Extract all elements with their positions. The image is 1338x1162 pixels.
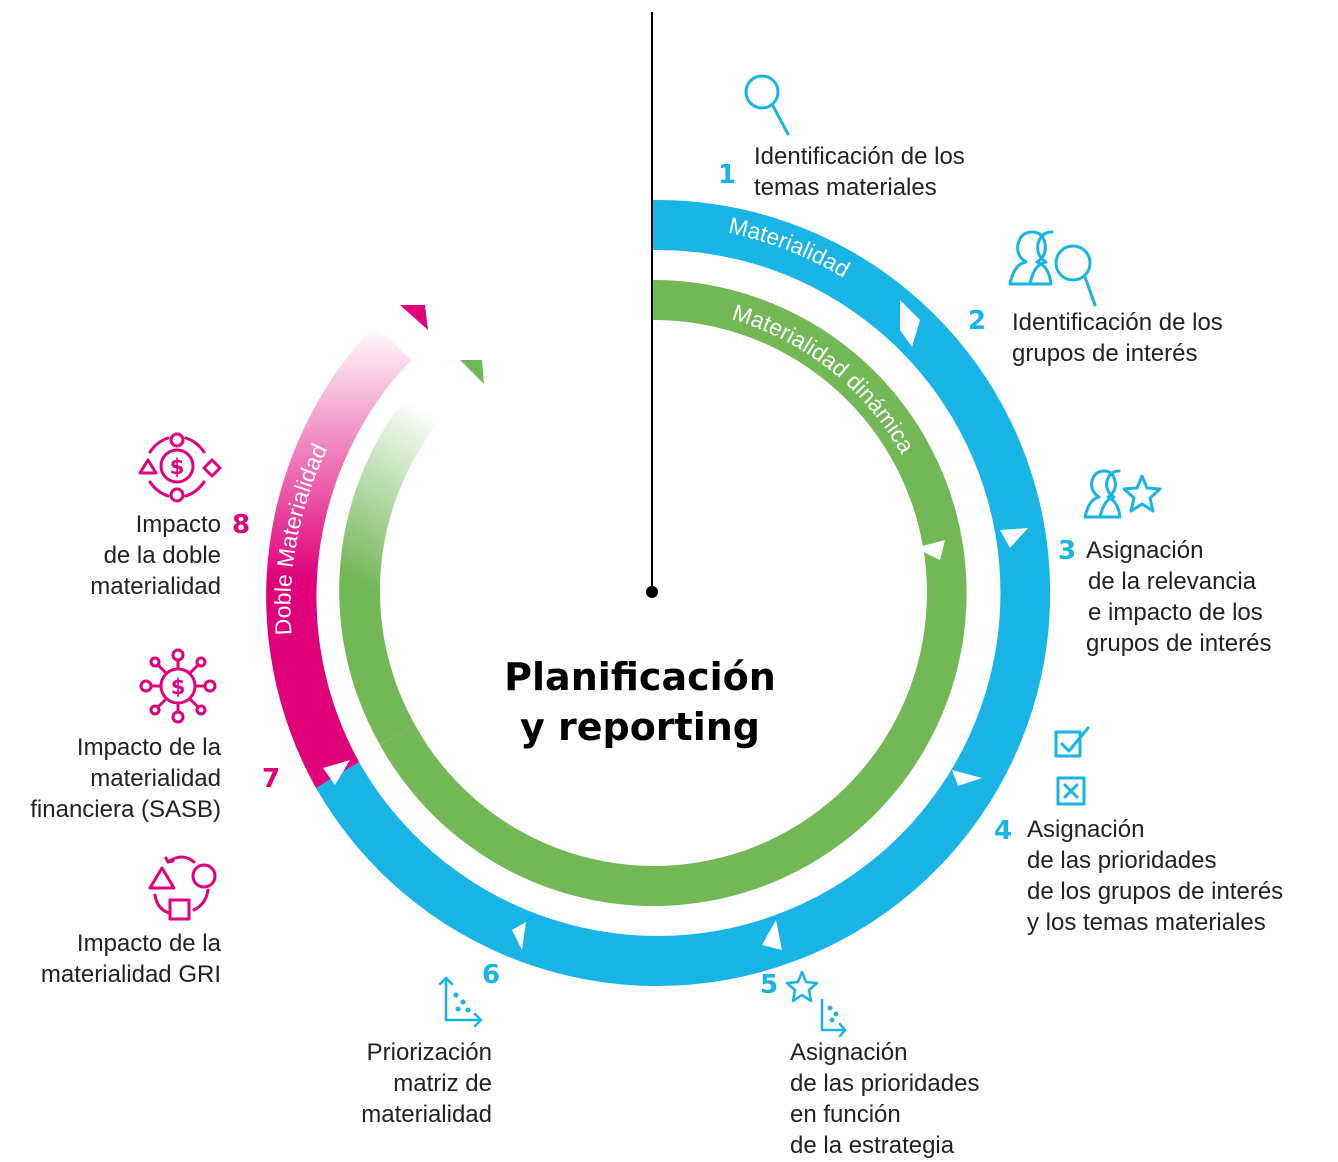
step-8-number: 8 bbox=[232, 510, 251, 540]
step-4-line: de los grupos de interés bbox=[1027, 878, 1284, 905]
ring-arrows bbox=[323, 300, 1028, 950]
step-5-line: de las prioridades bbox=[790, 1070, 980, 1097]
svg-text:$: $ bbox=[171, 675, 186, 699]
shapes-cycle-icon bbox=[148, 855, 217, 921]
star-chart-icon bbox=[785, 970, 847, 1038]
pink-double-materiality-arc bbox=[266, 325, 411, 788]
center-title-line2: y reporting bbox=[519, 705, 760, 749]
scatter-chart-icon bbox=[438, 976, 483, 1028]
step-6-line: matriz de bbox=[393, 1070, 492, 1097]
step-3-line: de la relevancia bbox=[1088, 568, 1257, 595]
step-5-line: en función bbox=[790, 1101, 901, 1128]
step-1-line: Identificación de los bbox=[754, 143, 965, 170]
step-4-number: 4 bbox=[994, 816, 1013, 846]
step-8-label: Impacto de la doble materialidad bbox=[0, 509, 221, 602]
gri-line: Impacto de la bbox=[76, 930, 221, 957]
step-5-line: de la estrategia bbox=[790, 1132, 955, 1159]
step-1-number: 1 bbox=[718, 160, 737, 190]
people-star-icon bbox=[1083, 469, 1162, 519]
step-2-line: Identificación de los bbox=[1012, 309, 1223, 336]
step-2-number: 2 bbox=[968, 306, 987, 336]
center-title: Planificación y reporting bbox=[490, 652, 790, 752]
timeline-dot bbox=[646, 586, 658, 598]
step-6-label: Priorización matriz de materialidad bbox=[290, 1037, 492, 1130]
gri-line: materialidad GRI bbox=[40, 961, 221, 988]
gri-label: Impacto de la materialidad GRI bbox=[0, 928, 221, 990]
step-7-line: materialidad bbox=[90, 765, 221, 792]
checkbox-icons bbox=[1054, 726, 1090, 806]
pink-arrow-tip bbox=[400, 305, 428, 330]
step-8-line: Impacto bbox=[135, 511, 221, 538]
step-7-line: Impacto de la bbox=[76, 734, 221, 761]
step-5-line: Asignación bbox=[790, 1039, 908, 1066]
step-2-line: grupos de interés bbox=[1012, 340, 1198, 367]
center-title-line1: Planificación bbox=[504, 655, 776, 699]
magnifier-icon bbox=[744, 74, 790, 136]
svg-text:$: $ bbox=[170, 455, 185, 479]
step-6-number: 6 bbox=[482, 960, 501, 990]
step-1-label: Identificación de los temas materiales bbox=[754, 141, 965, 203]
step-8-line: materialidad bbox=[90, 573, 221, 600]
step-1-line: temas materiales bbox=[754, 174, 937, 201]
dollar-network-icon: $ bbox=[139, 648, 217, 724]
step-3-line: grupos de interés bbox=[1086, 630, 1272, 657]
step-4-line: de las prioridades bbox=[1027, 847, 1217, 874]
step-5-number: 5 bbox=[760, 970, 779, 1000]
dollar-cycle-icon: $ bbox=[138, 432, 222, 503]
step-4-line: Asignación bbox=[1027, 816, 1145, 843]
step-3-number: 3 bbox=[1058, 536, 1077, 566]
step-7-label: Impacto de la materialidad financiera (S… bbox=[0, 732, 221, 825]
step-3-label: Asignación de la relevancia e impacto de… bbox=[1086, 535, 1271, 659]
green-faded-arc bbox=[339, 370, 460, 745]
step-7-number: 7 bbox=[262, 764, 281, 794]
step-4-line: y los temas materiales bbox=[1027, 909, 1266, 936]
step-7-line: financiera (SASB) bbox=[30, 796, 221, 823]
step-6-line: materialidad bbox=[361, 1101, 492, 1128]
step-3-line: e impacto de los bbox=[1088, 599, 1263, 626]
step-2-label: Identificación de los grupos de interés bbox=[1012, 307, 1223, 369]
inner-green-ring bbox=[380, 279, 967, 906]
people-search-icon bbox=[1008, 230, 1097, 307]
step-3-line: Asignación bbox=[1086, 537, 1204, 564]
step-5-label: Asignación de las prioridades en función… bbox=[790, 1037, 979, 1161]
step-8-line: de la doble bbox=[103, 542, 221, 569]
step-4-label: Asignación de las prioridades de los gru… bbox=[1027, 814, 1283, 938]
step-6-line: Priorización bbox=[366, 1039, 492, 1066]
green-arrow-tip bbox=[460, 360, 484, 384]
